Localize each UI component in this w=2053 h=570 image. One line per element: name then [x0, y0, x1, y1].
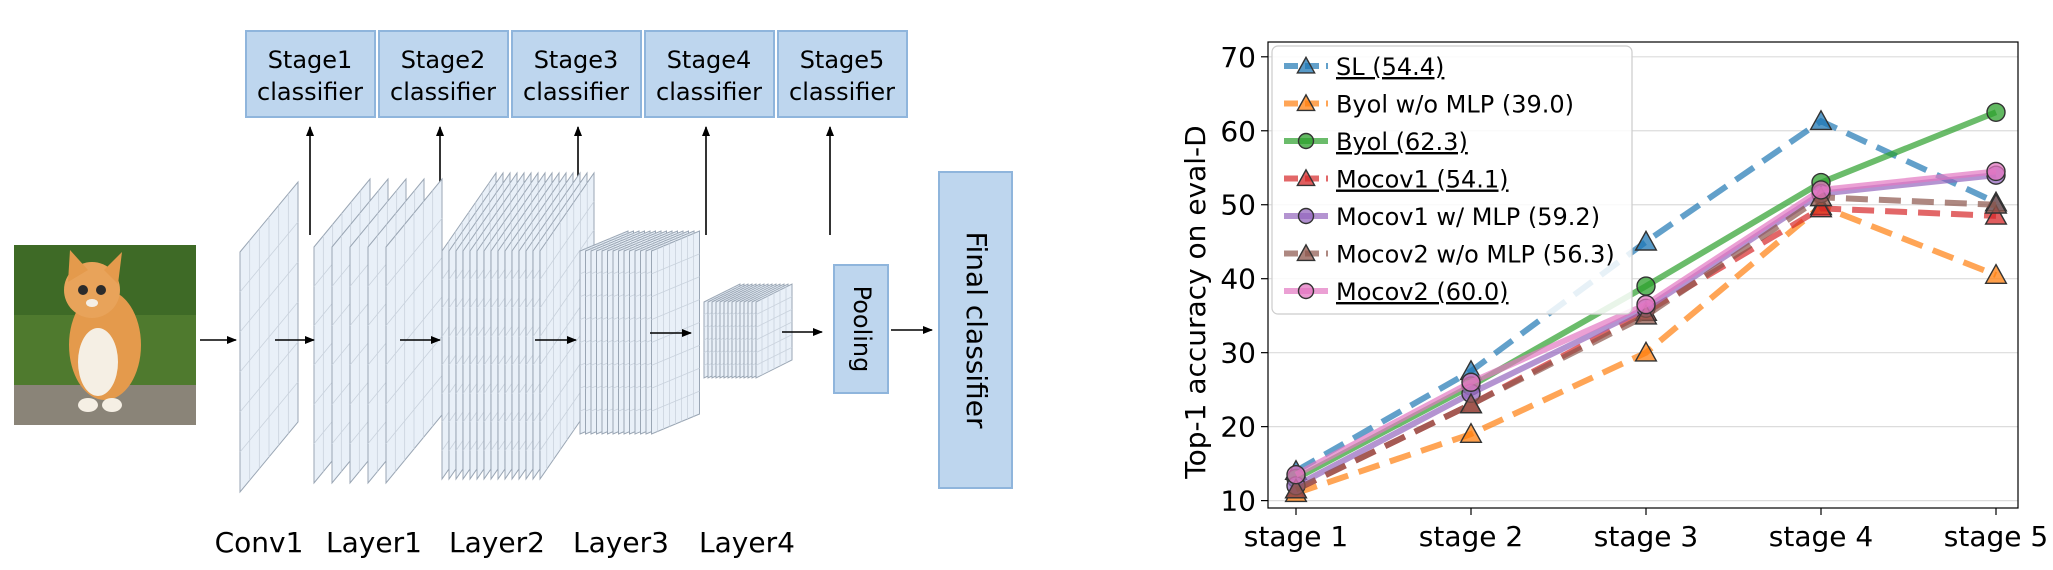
y-axis-ticks: 10 20 30 40 50 60 70 — [1220, 41, 1268, 518]
conv1-feature-map — [239, 180, 299, 494]
legend-label: Mocov2 (60.0) — [1336, 278, 1509, 306]
layer-label-layer4: Layer4 — [699, 526, 795, 559]
data-point — [1461, 372, 1481, 392]
legend-marker — [1296, 93, 1316, 112]
legend-entry-sl: SL (54.4) — [1284, 53, 1444, 81]
y-tick-label: 20 — [1220, 411, 1256, 444]
stage1-classifier-line2: classifier — [257, 78, 363, 106]
data-point — [1284, 477, 1308, 499]
feature-map-stacks — [239, 171, 793, 494]
series-line — [1294, 117, 1998, 474]
data-point — [1986, 102, 2006, 122]
architecture-diagram: Stage1 classifier Stage2 classifier Stag… — [14, 30, 1013, 559]
x-tick-label: stage 1 — [1244, 520, 1348, 553]
kitten-image — [14, 245, 196, 425]
stage5-classifier-line2: classifier — [789, 78, 895, 106]
final-classifier-label: Final classifier — [960, 231, 993, 429]
data-point — [1634, 303, 1658, 325]
legend-marker — [1297, 207, 1315, 225]
chart-series — [1284, 102, 2008, 503]
legend-marker — [1297, 132, 1315, 150]
legend-marker — [1297, 282, 1315, 300]
layer-label-conv1: Conv1 — [215, 526, 304, 559]
stage2-classifier-line2: classifier — [390, 78, 496, 106]
data-point — [1809, 109, 1833, 131]
x-tick-label: stage 5 — [1944, 520, 2048, 553]
y-tick-label: 50 — [1220, 189, 1256, 222]
data-point — [1984, 204, 2008, 225]
data-point — [1636, 276, 1656, 296]
data-point — [1459, 392, 1483, 414]
series-line — [1294, 194, 1997, 493]
y-tick-label: 10 — [1220, 485, 1256, 518]
legend-marker — [1296, 168, 1316, 187]
legend-frame — [1271, 45, 1633, 315]
legend-label: Mocov2 w/o MLP (56.3) — [1336, 241, 1615, 269]
stage1-classifier-line1: Stage1 — [268, 46, 353, 74]
legend-label: Mocov1 w/ MLP (59.2) — [1336, 203, 1600, 231]
data-point — [1986, 161, 2006, 182]
stage1-classifier-box: Stage1 classifier — [245, 30, 376, 118]
data-point — [1286, 465, 1306, 485]
final-classifier-box: Final classifier — [938, 171, 1013, 489]
y-tick-label: 60 — [1220, 115, 1256, 148]
stage4-classifier-box: Stage4 classifier — [644, 30, 775, 118]
legend-entry-mocov1-w-mlp: Mocov1 w/ MLP (59.2) — [1284, 203, 1600, 231]
stage4-classifier-line2: classifier — [656, 78, 762, 106]
legend-label: Byol w/o MLP (39.0) — [1336, 91, 1574, 119]
data-point — [1634, 340, 1658, 362]
stage4-classifier-line1: Stage4 — [667, 46, 752, 74]
data-point — [1984, 192, 2008, 214]
x-axis-ticks: stage 1 stage 2 stage 3 stage 4 stage 5 — [1244, 508, 2048, 553]
legend-entry-byol: Byol (62.3) — [1284, 128, 1468, 156]
y-tick-label: 40 — [1220, 263, 1256, 296]
data-point — [1811, 180, 1831, 200]
layer-label-layer3: Layer3 — [573, 526, 669, 559]
y-axis-label: Top-1 accuracy on eval-D — [1179, 125, 1212, 479]
stage3-classifier-box: Stage3 classifier — [511, 30, 642, 118]
data-point — [1459, 422, 1483, 444]
layer-label-layer1: Layer1 — [326, 526, 422, 559]
stage2-classifier-line1: Stage2 — [401, 46, 486, 74]
stage3-classifier-line2: classifier — [523, 78, 629, 106]
layer-label-layer2: Layer2 — [449, 526, 545, 559]
y-tick-label: 30 — [1220, 337, 1256, 370]
data-point — [1636, 294, 1656, 315]
chart-legend: SL (54.4) Byol w/o MLP (39.0) Byol (62.3) M… — [1271, 45, 1633, 315]
layer2-feature-maps — [441, 171, 595, 481]
legend-entry-mocov2-w-o-mlp: Mocov2 w/o MLP (56.3) — [1284, 241, 1615, 269]
pooling-box: Pooling — [833, 264, 889, 394]
data-point — [1984, 263, 2008, 284]
layer4-feature-maps — [703, 283, 793, 379]
legend-entry-mocov2: Mocov2 (60.0) — [1284, 278, 1509, 306]
legend-marker — [1296, 243, 1316, 262]
stage5-classifier-line1: Stage5 — [800, 46, 885, 74]
data-point — [1809, 196, 1833, 218]
legend-entry-mocov1: Mocov1 (54.1) — [1284, 166, 1509, 194]
layer1-feature-maps — [313, 177, 443, 485]
x-tick-label: stage 3 — [1594, 520, 1698, 553]
data-point — [1634, 229, 1658, 251]
legend-label: Byol (62.3) — [1336, 128, 1468, 156]
stage5-classifier-box: Stage5 classifier — [777, 30, 908, 118]
stage2-classifier-box: Stage2 classifier — [378, 30, 509, 118]
y-tick-label: 70 — [1220, 41, 1256, 74]
legend-label: Mocov1 (54.1) — [1336, 166, 1509, 194]
pooling-label: Pooling — [848, 286, 876, 373]
stage3-classifier-line1: Stage3 — [534, 46, 619, 74]
plot-area-frame — [1267, 41, 2019, 509]
x-tick-label: stage 2 — [1419, 520, 1523, 553]
series-mocov2 — [1286, 161, 2006, 485]
x-tick-label: stage 4 — [1769, 520, 1873, 553]
legend-label: SL (54.4) — [1336, 53, 1444, 81]
legend-marker — [1296, 55, 1316, 74]
legend-entry-byol-w-o-mlp: Byol w/o MLP (39.0) — [1284, 91, 1574, 119]
